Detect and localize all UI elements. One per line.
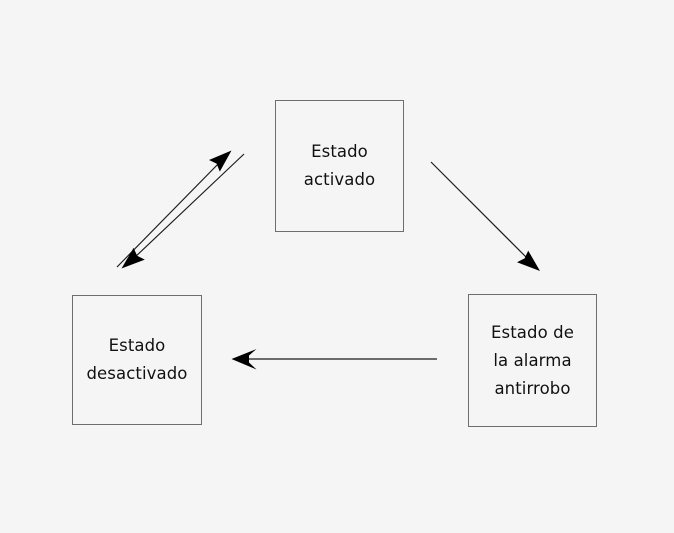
edge-line — [430, 161, 531, 262]
edge-desactivado-to-activado — [116, 150, 232, 268]
edge-activado-to-desactivado — [121, 153, 245, 269]
edge-line — [116, 159, 223, 268]
state-node-label: Estado desactivado — [86, 336, 188, 383]
edge-alarma-to-desactivado — [231, 349, 437, 370]
state-node-desactivado[interactable]: Estado desactivado — [72, 295, 202, 425]
arrowhead-down-right — [517, 250, 540, 271]
state-node-alarma[interactable]: Estado de la alarma antirrobo — [468, 294, 597, 427]
state-node-activado[interactable]: Estado activado — [275, 100, 404, 232]
arrowhead-down-left — [121, 247, 145, 269]
state-node-label: Estado de la alarma antirrobo — [491, 322, 574, 398]
edge-activado-to-alarma — [430, 161, 540, 271]
arrowhead-left — [231, 349, 257, 370]
state-node-label: Estado activado — [303, 142, 376, 189]
arrowhead-up-right — [209, 150, 232, 172]
edge-line — [132, 153, 245, 260]
